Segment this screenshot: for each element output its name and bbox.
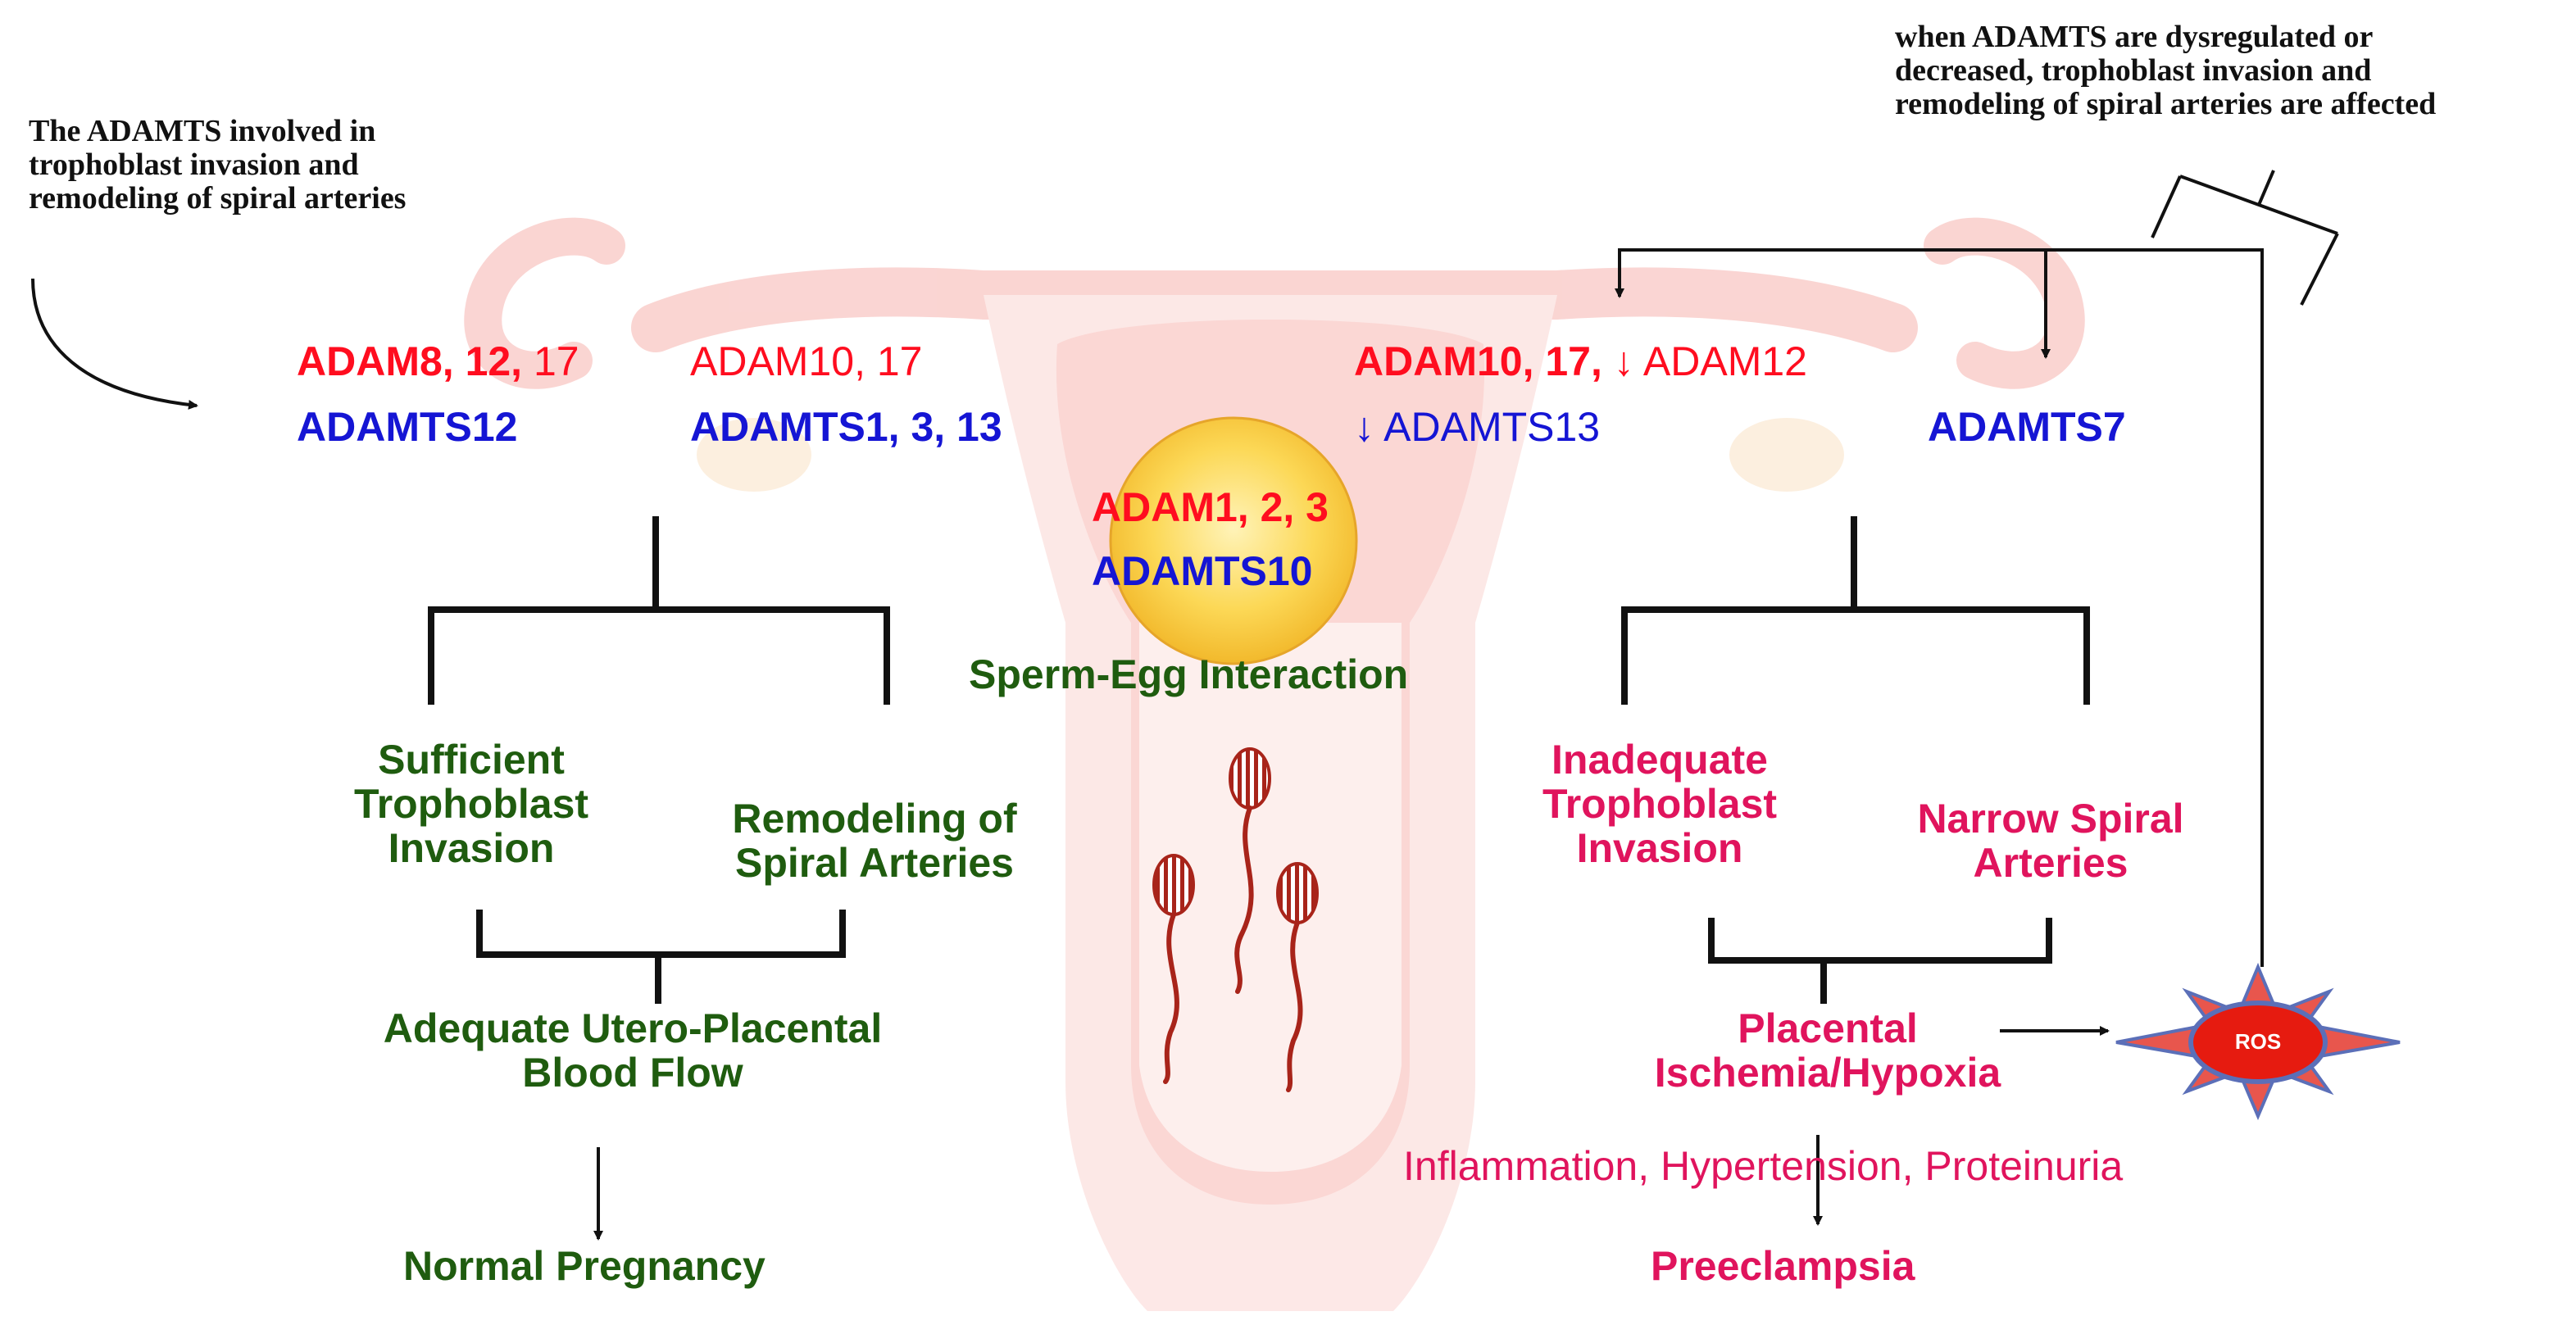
right-note-line-3: remodeling of spiral arteries are affect… [1895, 87, 2437, 122]
narrow-line-1: Narrow Spiral [1917, 796, 2184, 842]
left-adam-bold: ADAM8, 12, [297, 338, 523, 384]
left-adam-genes: ADAM8, 12, 17 [297, 339, 579, 383]
remodeling-label: Remodeling of Spiral Arteries [674, 796, 1075, 885]
sperm-egg-label: Sperm-Egg Interaction [969, 651, 1409, 697]
mid-left-adamts-genes: ADAMTS1, 3, 13 [690, 404, 1002, 450]
feedback-loop [1615, 248, 2264, 967]
sufficient-invasion-label: Sufficient Trophoblast Invasion [311, 737, 631, 870]
narrow-arteries-label: Narrow Spiral Arteries [1862, 796, 2239, 885]
ischemia-line-1: Placental [1738, 1005, 1918, 1051]
egg-cell [1109, 416, 1358, 665]
right-merge-bracket [1708, 918, 2052, 1004]
symptoms-label: Inflammation, Hypertension, Proteinuria [1403, 1143, 2124, 1189]
left-note-arrow [31, 278, 198, 410]
adequate-flow-label: Adequate Utero-Placental Blood Flow [305, 1006, 961, 1095]
sperm-3 [1276, 862, 1319, 1092]
left-note-line-2: trophoblast invasion and [29, 147, 359, 183]
left-note-line-1: The ADAMTS involved in [29, 114, 376, 148]
center-adamts-genes: ADAMTS10 [1092, 548, 1313, 594]
narrow-line-2: Arteries [1973, 840, 2128, 886]
right-adam-genes: ADAM10, 17, ↓ ADAM12 [1354, 339, 1807, 383]
left-note: The ADAMTS involved in trophoblast invas… [29, 114, 407, 216]
inadequate-line-2: Trophoblast [1542, 781, 1778, 827]
sufficient-line-3: Invasion [388, 825, 555, 871]
right-note-line-1: when ADAMTS are dysregulated or [1895, 20, 2374, 54]
left-note-line-3: remodeling of spiral arteries [29, 181, 407, 216]
right-adam-rest: ↓ ADAM12 [1601, 338, 1807, 384]
left-adam-rest: 17 [522, 338, 579, 384]
right-adamts7-genes: ADAMTS7 [1928, 404, 2126, 450]
left-merge-bracket [476, 910, 846, 1004]
inadequate-line-3: Invasion [1576, 825, 1743, 871]
right-note-bracket [2151, 170, 2339, 306]
inadequate-invasion-label: Inadequate Trophoblast Invasion [1500, 737, 1820, 870]
sperm-2 [1152, 854, 1195, 1084]
sufficient-line-1: Sufficient [378, 737, 565, 783]
adequate-line-1: Adequate Utero-Placental [383, 1005, 883, 1051]
right-adam-bold: ADAM10, 17, [1354, 338, 1602, 384]
right-note: when ADAMTS are dysregulated or decrease… [1895, 20, 2436, 121]
mid-left-adam-genes: ADAM10, 17 [690, 338, 923, 384]
remodeling-line-2: Spiral Arteries [735, 840, 1014, 886]
right-adamts13-genes: ↓ ADAMTS13 [1354, 404, 1601, 450]
ros-label: ROS [2234, 1029, 2282, 1054]
sufficient-line-2: Trophoblast [353, 781, 589, 827]
left-bracket [428, 516, 890, 705]
right-bracket [1621, 516, 2090, 705]
remodeling-line-1: Remodeling of [732, 796, 1017, 842]
center-adam-genes: ADAM1, 2, 3 [1092, 484, 1329, 530]
ischemia-label: Placental Ischemia/Hypoxia [1631, 1006, 2024, 1095]
normal-pregnancy-label: Normal Pregnancy [403, 1243, 766, 1289]
sperm-1 [1229, 747, 1271, 994]
left-adamts-genes: ADAMTS12 [297, 404, 518, 450]
preeclampsia-label: Preeclampsia [1651, 1243, 1915, 1289]
right-note-line-2: decreased, trophoblast invasion and [1895, 53, 2372, 88]
sperm-cells [1152, 747, 1319, 1092]
inadequate-line-1: Inadequate [1552, 737, 1768, 783]
ischemia-line-2: Ischemia/Hypoxia [1654, 1050, 2001, 1096]
ros-burst [2115, 962, 2401, 1121]
adequate-line-2: Blood Flow [522, 1050, 743, 1096]
